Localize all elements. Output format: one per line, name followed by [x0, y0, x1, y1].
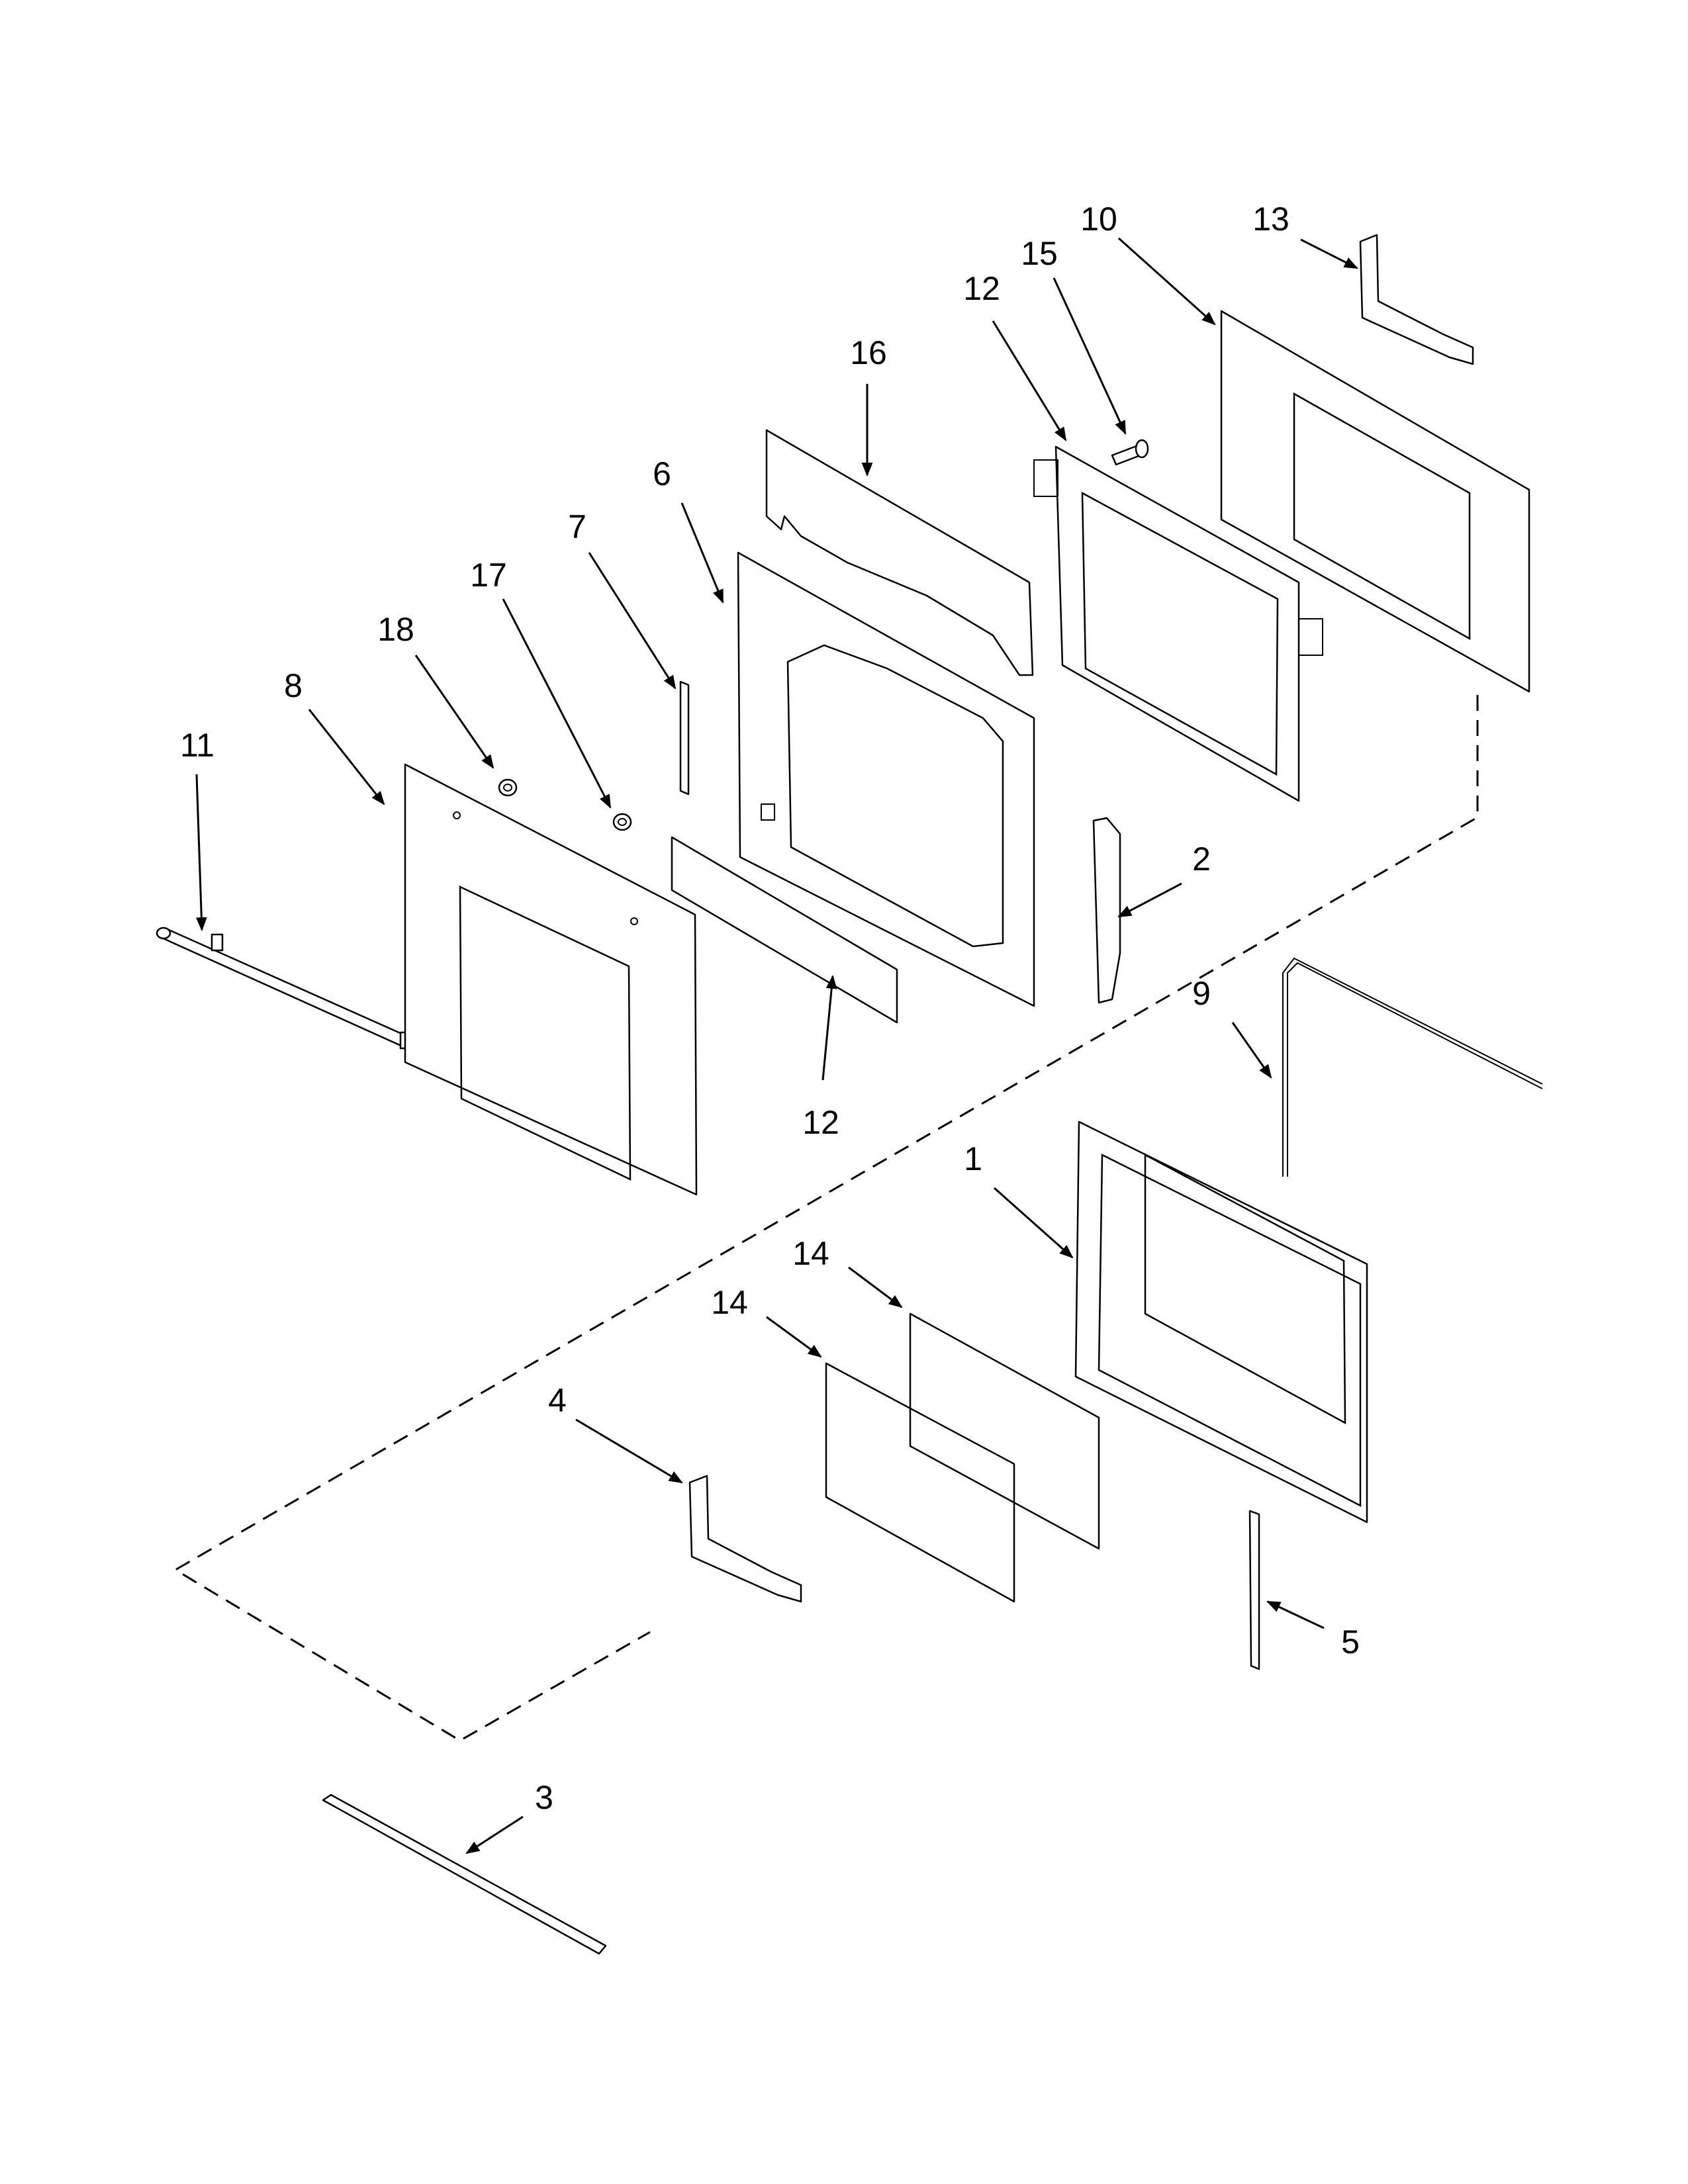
part-screw[interactable] — [1111, 439, 1149, 466]
callout-6: 6 — [653, 455, 671, 492]
callout-15: 15 — [1021, 235, 1058, 272]
part-outer-door-panel[interactable] — [404, 763, 698, 1196]
callout-5: 5 — [1341, 1623, 1360, 1661]
part-handle[interactable] — [156, 927, 442, 1060]
part-side-strip-5[interactable] — [1248, 1510, 1260, 1670]
part-knob-18[interactable] — [498, 778, 518, 797]
callout-3: 3 — [535, 1779, 553, 1816]
dashed-assembly-lines — [173, 695, 1479, 1742]
callout-4: 4 — [548, 1382, 567, 1419]
callout-13: 13 — [1252, 201, 1289, 238]
part-hinge-bracket-13[interactable] — [1359, 234, 1474, 365]
callout-1: 1 — [964, 1140, 982, 1177]
part-heat-shield[interactable] — [765, 429, 1034, 676]
callout-12-upper: 12 — [963, 270, 1000, 307]
part-inner-door-liner[interactable] — [1074, 1120, 1368, 1524]
part-bottom-trim[interactable] — [322, 1794, 607, 1955]
callout-14-upper: 14 — [792, 1235, 829, 1272]
callout-16: 16 — [850, 334, 887, 371]
callout-14-lower: 14 — [711, 1284, 748, 1321]
callout-2: 2 — [1192, 841, 1211, 878]
part-door-glass[interactable] — [1220, 310, 1530, 693]
callout-8: 8 — [284, 667, 303, 704]
callout-11: 11 — [180, 727, 214, 764]
part-knob-17[interactable] — [612, 813, 632, 831]
part-inner-door-panel[interactable] — [737, 551, 1035, 1007]
callout-18: 18 — [377, 611, 414, 648]
leader-lines — [195, 237, 1358, 1854]
part-glass-pane-14a[interactable] — [909, 1312, 1100, 1550]
part-side-strip-7[interactable] — [679, 680, 690, 796]
part-glass-pane-14b[interactable] — [825, 1362, 1015, 1603]
callout-12-lower: 12 — [802, 1104, 839, 1141]
callout-7: 7 — [568, 508, 586, 545]
callout-17: 17 — [470, 557, 507, 594]
callout-labels: 11 8 18 17 7 6 16 12 15 10 13 2 12 9 1 1… — [180, 201, 1360, 1816]
part-door-frame[interactable] — [1033, 445, 1323, 802]
callout-9: 9 — [1192, 975, 1211, 1012]
part-hinge-bracket-4[interactable] — [688, 1475, 802, 1603]
callout-10: 10 — [1080, 201, 1117, 238]
part-insulation-strip[interactable] — [671, 836, 898, 1024]
part-vertical-hinge[interactable] — [1092, 817, 1121, 1004]
part-wire-gasket[interactable] — [1282, 957, 1543, 1177]
